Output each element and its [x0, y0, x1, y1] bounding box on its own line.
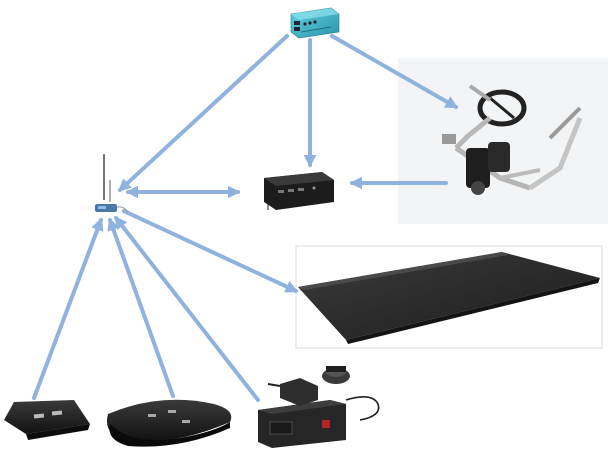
edges: [32, 34, 459, 402]
edge-router-mat: [122, 209, 299, 293]
edge-padlarge-router: [107, 217, 175, 398]
wireless-router-icon: [95, 154, 129, 213]
small-pad-icon: [4, 400, 90, 440]
data-logger-icon: [242, 168, 348, 220]
steering-rig-icon: [442, 84, 583, 195]
device-case-icon: [258, 366, 380, 448]
edge-controller-router: [118, 34, 289, 192]
controller-device-icon: [290, 7, 340, 39]
steering-rig-panel: [398, 58, 608, 224]
edge-case-router: [114, 215, 260, 402]
edge-controller-rig: [330, 34, 459, 109]
edge-padsmall-router: [32, 217, 104, 400]
rounded-pad-icon: [106, 399, 232, 447]
floor-mat-icon: [298, 252, 600, 344]
